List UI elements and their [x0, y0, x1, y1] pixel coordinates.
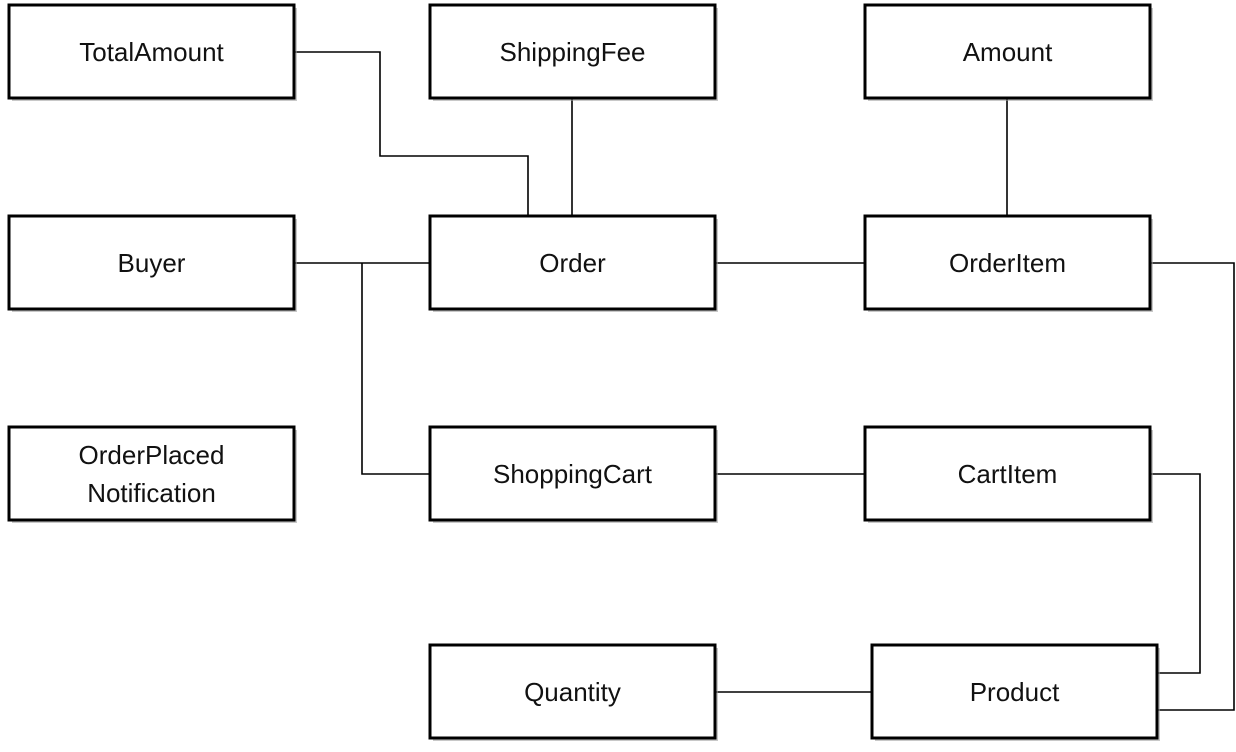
- node-product-label: Product: [970, 677, 1060, 707]
- node-cartitem: CartItem: [863, 425, 1153, 523]
- node-shoppingcart-label: ShoppingCart: [493, 459, 653, 489]
- node-order: Order: [428, 214, 718, 312]
- node-shippingfee-label: ShippingFee: [500, 37, 646, 67]
- node-amount: Amount: [863, 3, 1153, 101]
- node-order-label: Order: [539, 248, 606, 278]
- node-buyer-label: Buyer: [118, 248, 186, 278]
- connector-buyer-shoppingcart: [361, 263, 430, 475]
- node-quantity: Quantity: [428, 643, 718, 741]
- node-totalamount: TotalAmount: [7, 3, 297, 101]
- node-totalamount-label: TotalAmount: [79, 37, 224, 67]
- node-orderplacednotification-label-line1: OrderPlaced: [79, 440, 225, 470]
- node-buyer: Buyer: [7, 214, 297, 312]
- node-shoppingcart: ShoppingCart: [428, 425, 718, 523]
- node-orderplacednotification: OrderPlaced Notification: [7, 425, 297, 523]
- connector-cartitem-product: [1150, 473, 1201, 674]
- node-product: Product: [870, 643, 1160, 741]
- connector-orderitem-product: [1150, 262, 1235, 711]
- connector-totalamount-order: [295, 51, 529, 216]
- connectors: [295, 51, 1235, 711]
- node-orderitem: OrderItem: [863, 214, 1153, 312]
- node-orderplacednotification-label-line2: Notification: [87, 478, 216, 508]
- node-cartitem-label: CartItem: [958, 459, 1058, 489]
- node-amount-label: Amount: [963, 37, 1053, 67]
- node-shippingfee: ShippingFee: [428, 3, 718, 101]
- node-quantity-label: Quantity: [524, 677, 621, 707]
- node-orderitem-label: OrderItem: [949, 248, 1066, 278]
